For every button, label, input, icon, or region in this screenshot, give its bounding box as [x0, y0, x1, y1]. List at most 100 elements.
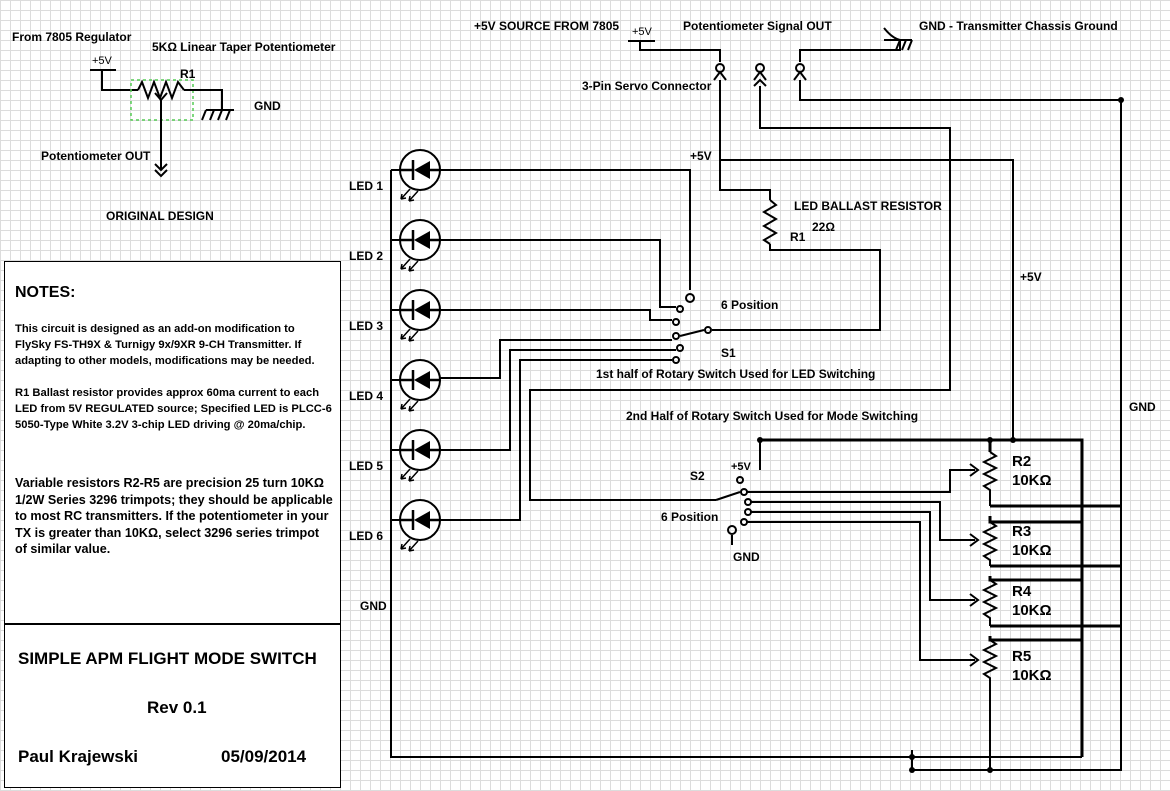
led-label-5: LED 5 [349, 459, 383, 473]
r2-value: 10KΩ [1012, 472, 1052, 489]
orig-caption: ORIGINAL DESIGN [106, 209, 214, 223]
orig-wiper-arrow [154, 92, 168, 102]
connector-pin-signal-arrow [753, 70, 767, 87]
s2-caption: 2nd Half of Rotary Switch Used for Mode … [626, 409, 918, 423]
led-symbol-3 [399, 289, 441, 342]
r5-value: 10KΩ [1012, 667, 1052, 684]
s2-contact-3 [744, 508, 752, 516]
s2-contact-1 [740, 488, 748, 496]
s2-to-r3-wire [751, 501, 975, 541]
led-symbol-6 [399, 499, 441, 552]
s1-contact-3 [672, 318, 680, 326]
ballast-ref: R1 [790, 230, 806, 244]
s1-position-label: 6 Position [721, 298, 778, 312]
led-symbol-2 [399, 219, 441, 272]
orig-r1-label: R1 [180, 67, 196, 81]
gnd-bottom-junction-2 [909, 767, 915, 773]
led-symbol-1 [399, 149, 441, 202]
ballast-value: 22Ω [812, 220, 835, 234]
s2-to-r2-wire [747, 469, 975, 493]
r5-trimpot [981, 639, 999, 770]
s2-contact-4 [740, 518, 748, 526]
r4-bus [988, 624, 1121, 642]
led-label-3: LED 3 [349, 319, 383, 333]
signal-out-label: Potentiometer Signal OUT [683, 19, 832, 33]
s2-to-r4-wire [751, 511, 975, 601]
drawing-author: Paul Krajewski [18, 747, 139, 766]
led-symbol-5 [399, 429, 441, 482]
drawing-title: SIMPLE APM FLIGHT MODE SWITCH [18, 649, 317, 668]
s1-common-contact [704, 326, 712, 334]
s1-contact-1 [685, 293, 695, 303]
r4-value: 10KΩ [1012, 602, 1052, 619]
schematic-labels: LED 1 LED 2 LED 3 LED 4 LED 5 LED 6 GND … [349, 149, 1156, 684]
r3-bus [988, 564, 1121, 582]
original-design: From 7805 Regulator 5KΩ Linear Taper Pot… [12, 30, 336, 223]
s2-contact-2 [744, 498, 752, 506]
r3-value: 10KΩ [1012, 542, 1052, 559]
orig-gnd-wire [184, 89, 223, 110]
r3-trimpot [981, 521, 999, 566]
led-plus5v-label: +5V [690, 149, 712, 163]
orig-pot-out-arrow [154, 163, 168, 178]
rail-plus5v-label: +5V [1020, 270, 1042, 284]
notes-paragraph-3: Variable resistors R2-R5 are precision 2… [15, 476, 333, 556]
conn-plus5v-label: +5V [632, 26, 653, 38]
r5-bottom-junction [987, 767, 993, 773]
connector-pin-plus5v-arrow [713, 70, 727, 81]
orig-plus5v-wire [90, 69, 138, 91]
from-regulator-label: From 7805 Regulator [12, 30, 132, 44]
chassis-gnd-label: GND - Transmitter Chassis Ground [919, 19, 1118, 33]
r2-bus [988, 504, 1121, 524]
led5-wire [440, 349, 676, 451]
conn-plus5v-wire [628, 40, 721, 62]
s2-wiper [715, 491, 741, 501]
led-label-1: LED 1 [349, 179, 383, 193]
title-block: SIMPLE APM FLIGHT MODE SWITCH Rev 0.1 Pa… [4, 624, 341, 788]
s2-contact-gnd [727, 525, 737, 535]
orig-gnd-label: GND [254, 99, 281, 113]
r2-top-junction [987, 437, 993, 443]
servo-connector: +5V SOURCE FROM 7805 +5V Potentiometer S… [474, 19, 1118, 93]
connector-pin-gnd-arrow [793, 70, 807, 81]
led-label-6: LED 6 [349, 529, 383, 543]
pot-bus-junction [757, 437, 763, 443]
s2-plus5v-label: +5V [731, 461, 752, 473]
s1-contact-5 [676, 344, 684, 352]
orig-pot-out-label: Potentiometer OUT [41, 149, 151, 163]
gnd-junction-dot [1118, 97, 1124, 103]
plus5v-rail-wire [720, 159, 1014, 440]
notes-paragraph-2: R1 Ballast resistor provides approx 60ma… [15, 387, 332, 431]
led4-wire [440, 339, 672, 379]
r2-ref: R2 [1012, 453, 1031, 470]
s2-ref-label: S2 [690, 469, 705, 483]
led1-wire [440, 169, 691, 290]
orig-pot-resistor [137, 79, 185, 101]
led-label-4: LED 4 [349, 389, 383, 403]
led6-wire [440, 359, 672, 521]
connector-label: 3-Pin Servo Connector [582, 79, 712, 93]
led-gnd-label: GND [360, 599, 387, 613]
led-label-2: LED 2 [349, 249, 383, 263]
s2-contact-plus5v [736, 476, 744, 484]
plus5v-to-ballast-wire [719, 80, 771, 200]
notes-heading: NOTES: [15, 284, 76, 301]
notes-paragraph-1: This circuit is designed as an add-on mo… [15, 323, 315, 367]
s2-gnd-label: GND [733, 550, 760, 564]
r4-ref: R4 [1012, 583, 1032, 600]
orig-plus5v-label: +5V [92, 55, 113, 67]
led2-wire [440, 239, 676, 308]
s2-to-r5-wire [747, 521, 975, 661]
s1-wiper [679, 329, 705, 337]
wiring [390, 80, 1124, 773]
drawing-revision: Rev 0.1 [147, 698, 207, 717]
s1-contact-6 [672, 356, 680, 364]
led3-wire [440, 309, 672, 321]
ballast-resistor [762, 199, 778, 245]
r3-ref: R3 [1012, 523, 1031, 540]
pot-description-label: 5KΩ Linear Taper Potentiometer [152, 40, 336, 54]
led-gnd-rail [390, 170, 912, 758]
s1-contact-2 [676, 305, 684, 313]
